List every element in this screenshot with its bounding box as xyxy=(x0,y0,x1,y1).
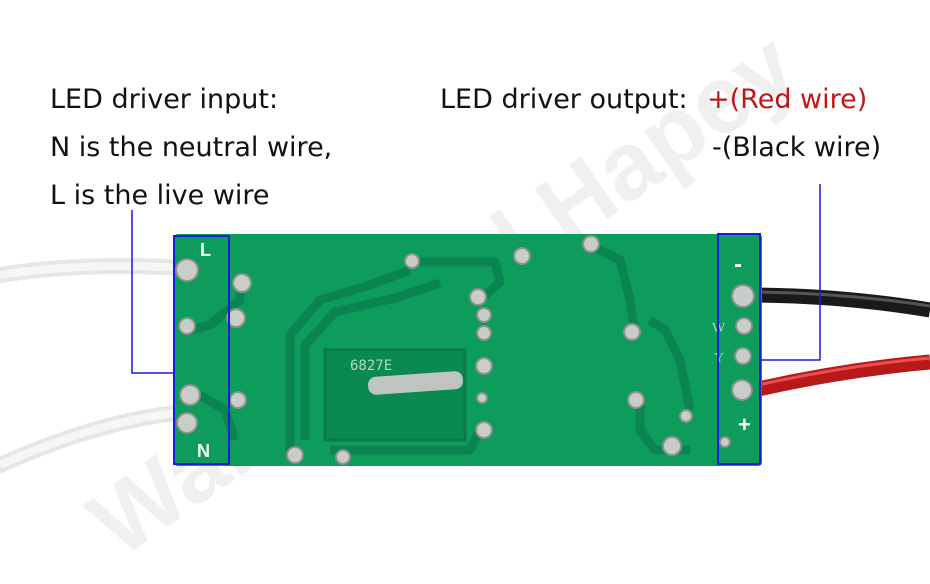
output-wires xyxy=(743,287,930,400)
input-title: LED driver input: xyxy=(50,84,279,115)
neutral-terminal-mark: N xyxy=(197,441,210,461)
output-terminal-highlight xyxy=(717,233,761,465)
solder-bar xyxy=(368,371,463,395)
chip-label: 6827E xyxy=(350,358,392,374)
output-callout-line xyxy=(760,184,821,361)
positive-red-wire-note: +(Red wire) xyxy=(707,84,868,115)
input-callout-line xyxy=(131,210,174,374)
y-mark: Y xyxy=(714,351,724,366)
negative-terminal-mark: - xyxy=(734,251,742,278)
pcb-traces xyxy=(188,240,695,455)
input-wires xyxy=(0,258,193,473)
live-terminal-mark: L xyxy=(200,240,211,260)
negative-black-wire-note: -(Black wire) xyxy=(712,132,882,163)
solder-pads xyxy=(175,235,755,465)
live-wire-note: L is the live wire xyxy=(50,180,270,211)
positive-terminal-mark: + xyxy=(738,412,751,437)
output-title: LED driver output: xyxy=(440,84,688,115)
pcb-board xyxy=(174,234,762,466)
input-terminal-highlight xyxy=(173,235,230,465)
neutral-wire-note: N is the neutral wire, xyxy=(50,132,333,163)
chip-area xyxy=(323,348,467,442)
